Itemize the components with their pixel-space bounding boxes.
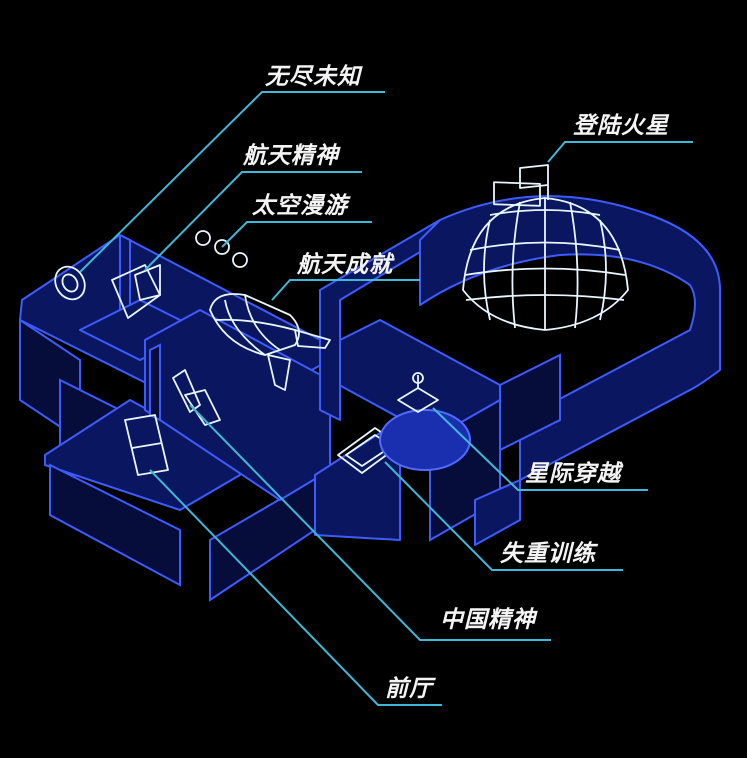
zone-label-mars-landing: 登陆火星 <box>573 113 670 139</box>
ring-exhibit <box>54 265 86 301</box>
lobby-exhibit <box>124 414 169 476</box>
zone-label-lobby: 前厅 <box>385 676 436 702</box>
zone-label-aerospace-spirit: 航天精神 <box>242 142 341 169</box>
zone-label-interstellar: 星际穿越 <box>525 461 624 487</box>
leader-lines <box>79 91 693 706</box>
zone-label-endless-unknown: 无尽未知 <box>265 64 363 90</box>
rocket-exhibit <box>209 293 331 391</box>
building-walls <box>19 195 721 602</box>
china-spirit-exhibit <box>172 369 221 426</box>
space-objects <box>195 230 248 268</box>
zone-label-aerospace-achievement: 航天成就 <box>296 251 395 278</box>
screen-exhibit <box>111 264 161 319</box>
interstellar-cylinder <box>379 372 471 471</box>
zone-label-space-roaming: 太空漫游 <box>252 193 351 219</box>
zone-label-china-spirit: 中国精神 <box>440 607 538 633</box>
mars-dome <box>462 164 629 331</box>
zone-label-weightless-training: 失重训练 <box>500 541 599 567</box>
